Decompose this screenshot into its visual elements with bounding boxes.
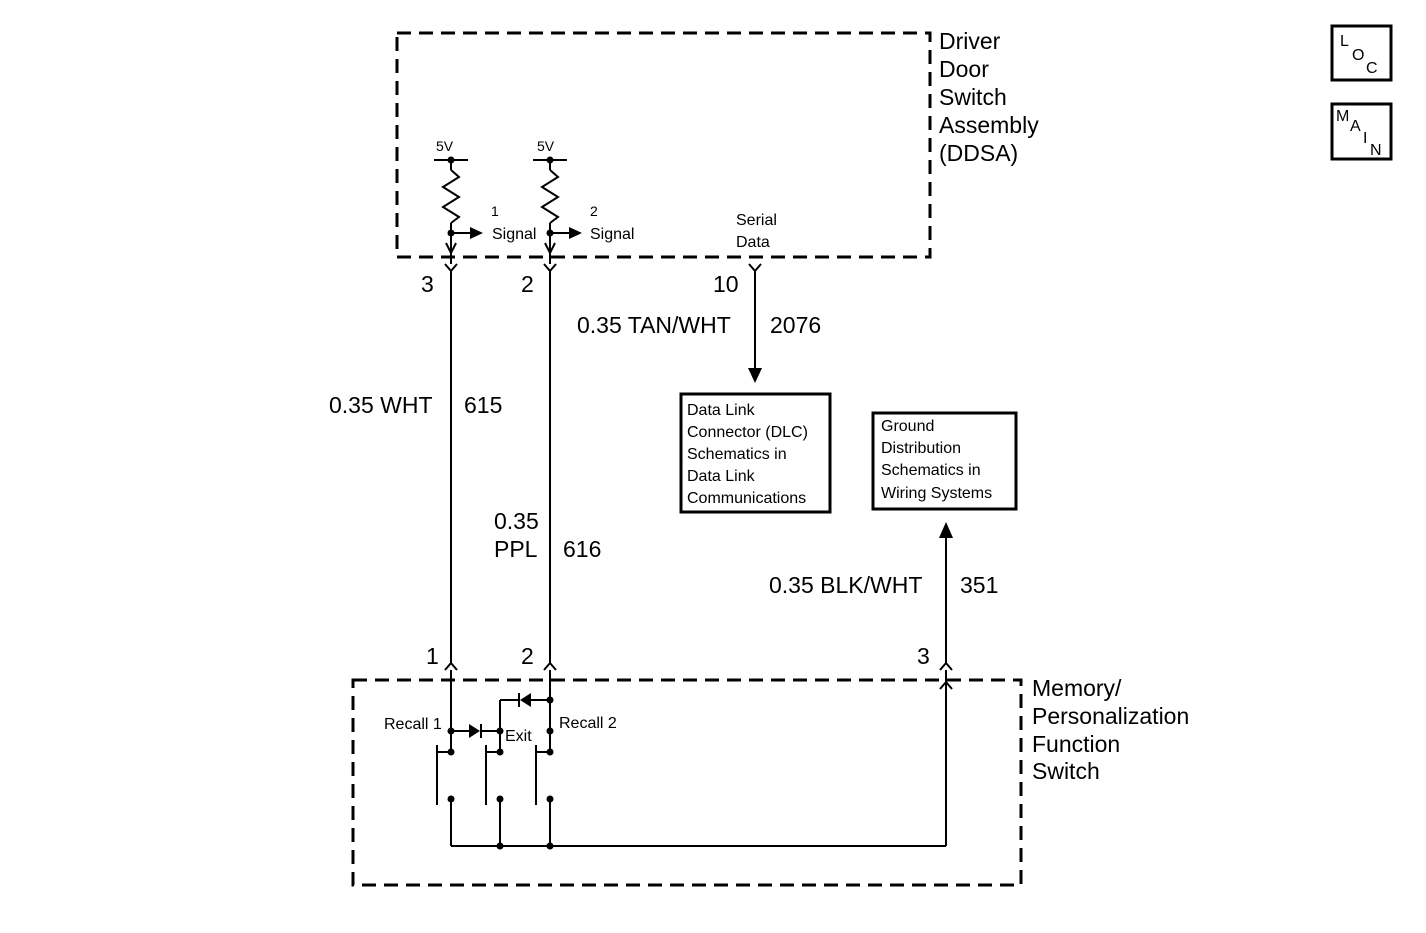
signal-arrow-icon bbox=[470, 227, 483, 239]
main-letter-a: A bbox=[1350, 118, 1361, 135]
wire-351: 0.35 BLK/WHT 351 bbox=[769, 522, 998, 663]
supply-label-right: 5V bbox=[537, 138, 555, 154]
main-letter-n: N bbox=[1370, 142, 1382, 159]
loc-letter-c: C bbox=[1366, 60, 1378, 77]
connector-pin-icon bbox=[543, 661, 557, 671]
diode-icon bbox=[520, 693, 531, 707]
memory-title-line-2: Personalization bbox=[1032, 703, 1189, 729]
wire-616-gauge: 0.35 bbox=[494, 508, 539, 534]
ground-reference-box[interactable]: Ground Distribution Schematics in Wiring… bbox=[871, 411, 1018, 511]
serial-data-line-2: Data bbox=[736, 234, 770, 251]
wire-616: 0.35 PPL 616 bbox=[494, 271, 601, 663]
exit-switch-icon bbox=[485, 745, 504, 846]
dlc-line-1: Data Link bbox=[687, 402, 756, 419]
wire-351-circuit: 351 bbox=[960, 572, 998, 598]
serial-data-line-1: Serial bbox=[736, 212, 777, 229]
ground-line-3: Schematics in bbox=[881, 462, 981, 479]
dlc-line-4: Data Link bbox=[687, 468, 756, 485]
recall2-label: Recall 2 bbox=[559, 715, 617, 732]
ddsa-dashed-border bbox=[395, 31, 932, 259]
memory-title-line-4: Switch bbox=[1032, 758, 1100, 784]
ddsa-title-line-2: Door bbox=[939, 56, 989, 82]
dlc-line-2: Connector (DLC) bbox=[687, 424, 808, 441]
wire-616-color: PPL bbox=[494, 536, 538, 562]
wire-615: 0.35 WHT 615 bbox=[329, 271, 502, 663]
connector-pin-icon bbox=[444, 661, 458, 671]
ground-line-1: Ground bbox=[881, 418, 934, 435]
signal2-label: Signal bbox=[590, 226, 634, 243]
ddsa-title-line-1: Driver bbox=[939, 28, 1001, 54]
dlc-line-3: Schematics in bbox=[687, 446, 787, 463]
ddsa-title-line-4: Assembly bbox=[939, 112, 1039, 138]
connector-pin-icon bbox=[939, 661, 953, 671]
signal-arrow-icon bbox=[569, 227, 582, 239]
connector-pin-icon bbox=[543, 263, 557, 273]
memory-switch-component: Memory/ Personalization Function Switch … bbox=[351, 643, 1189, 887]
memory-title-line-1: Memory/ bbox=[1032, 675, 1122, 701]
memory-switch-dashed-border bbox=[351, 678, 1023, 887]
ddsa-title-line-3: Switch bbox=[939, 84, 1007, 110]
signal1-number: 1 bbox=[491, 203, 499, 219]
ddsa-pin-2: 2 bbox=[521, 271, 534, 297]
ddsa-pin-10: 10 bbox=[713, 271, 739, 297]
wire-615-circuit: 615 bbox=[464, 392, 502, 418]
dlc-reference-box[interactable]: Data Link Connector (DLC) Schematics in … bbox=[679, 392, 832, 514]
pullup-left: 5V 1 Signal bbox=[434, 138, 536, 273]
dlc-line-5: Communications bbox=[687, 490, 806, 507]
wire-351-gauge-color: 0.35 BLK/WHT bbox=[769, 572, 922, 598]
signal2-number: 2 bbox=[590, 203, 598, 219]
ddsa-component: Driver Door Switch Assembly (DDSA) 5V 1 … bbox=[395, 28, 1039, 297]
wire-2076: 0.35 TAN/WHT 2076 bbox=[577, 271, 821, 383]
memory-pin-3: 3 bbox=[917, 643, 930, 669]
wire-2076-circuit: 2076 bbox=[770, 312, 821, 338]
recall2-switch-icon bbox=[535, 745, 554, 846]
resistor-icon bbox=[540, 169, 560, 224]
memory-title-line-3: Function bbox=[1032, 731, 1120, 757]
supply-label-left: 5V bbox=[436, 138, 454, 154]
ddsa-title-line-5: (DDSA) bbox=[939, 140, 1018, 166]
wire-615-gauge-color: 0.35 WHT bbox=[329, 392, 433, 418]
wire-616-circuit: 616 bbox=[563, 536, 601, 562]
loc-icon[interactable]: L O C bbox=[1330, 24, 1393, 82]
loc-letter-o: O bbox=[1352, 47, 1364, 64]
diode-icon bbox=[469, 724, 480, 738]
recall1-switch-icon bbox=[436, 745, 455, 846]
exit-label: Exit bbox=[505, 728, 532, 745]
main-letter-m: M bbox=[1336, 108, 1349, 125]
memory-pin-2: 2 bbox=[521, 643, 534, 669]
wire-2076-gauge-color: 0.35 TAN/WHT bbox=[577, 312, 731, 338]
connector-pin-icon bbox=[444, 263, 458, 273]
signal1-label: Signal bbox=[492, 226, 536, 243]
memory-pin-1: 1 bbox=[426, 643, 439, 669]
arrow-up-icon bbox=[939, 522, 953, 538]
resistor-icon bbox=[441, 169, 461, 224]
connector-pin-icon bbox=[748, 263, 762, 273]
ground-line-2: Distribution bbox=[881, 440, 961, 457]
ddsa-pin-3: 3 bbox=[421, 271, 434, 297]
main-letter-i: I bbox=[1363, 130, 1367, 147]
loc-letter-l: L bbox=[1340, 33, 1349, 50]
arrow-down-icon bbox=[748, 368, 762, 383]
main-icon[interactable]: M A I N bbox=[1330, 102, 1393, 161]
pullup-middle: 5V 2 Signal bbox=[533, 138, 634, 273]
ground-line-4: Wiring Systems bbox=[881, 485, 992, 502]
recall1-label: Recall 1 bbox=[384, 716, 442, 733]
